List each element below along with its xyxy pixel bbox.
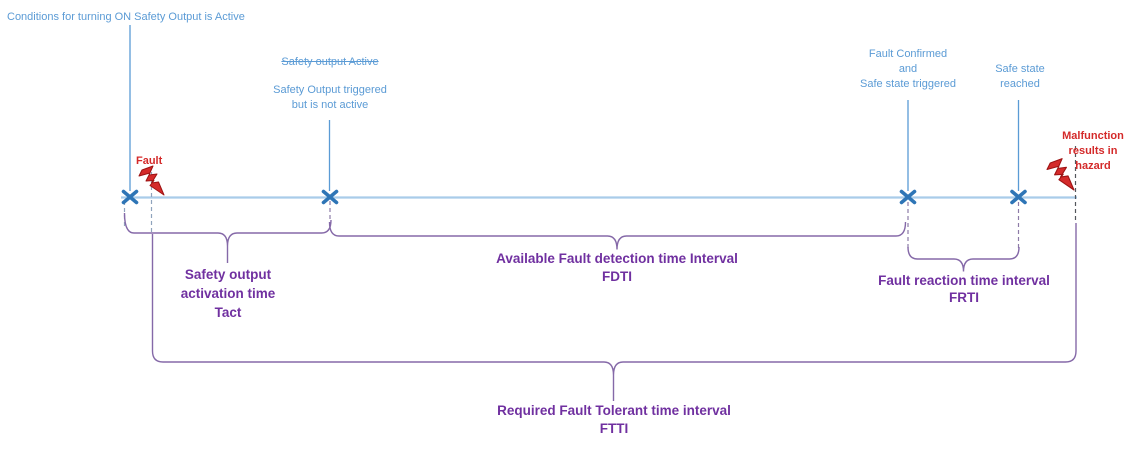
fdti-brace (328, 221, 907, 250)
hazard-lightning-icon (1046, 158, 1075, 191)
fault-label: Fault (136, 155, 163, 167)
conditions-label: Conditions for turning ON Safety Output … (7, 11, 245, 23)
fdti-interval-label: Available Fault detection time Interval … (496, 251, 738, 284)
interval-braces (123, 212, 1077, 401)
safety-output-active-struck-label: Safety output Active (281, 56, 379, 68)
ftti-interval-label: Required Fault Tolerant time interval FT… (497, 403, 731, 436)
lightning-bolts (138, 158, 1075, 196)
safety-output-triggered-label: Safety Output triggered but is not activ… (273, 84, 387, 111)
fault-confirmed-marker-icon (899, 189, 917, 205)
tact-brace (123, 212, 332, 247)
frti-brace (907, 246, 1020, 272)
safe-state-reached-label: Safe state reached (995, 63, 1045, 90)
malfunction-label: Malfunction results in hazard (1062, 130, 1124, 172)
conditions-marker-icon (121, 189, 139, 205)
fault-confirmed-label: Fault Confirmed and Safe state triggered (859, 48, 956, 90)
timeline-markers (121, 189, 1027, 205)
triggered-marker-icon (321, 189, 339, 205)
tact-interval-label: Safety output activation time Tact (180, 267, 276, 320)
event-connector-lines (129, 25, 1020, 191)
fault-lightning-icon (138, 165, 165, 196)
frti-interval-label: Fault reaction time interval FRTI (878, 273, 1050, 305)
safe-state-marker-icon (1010, 189, 1027, 205)
